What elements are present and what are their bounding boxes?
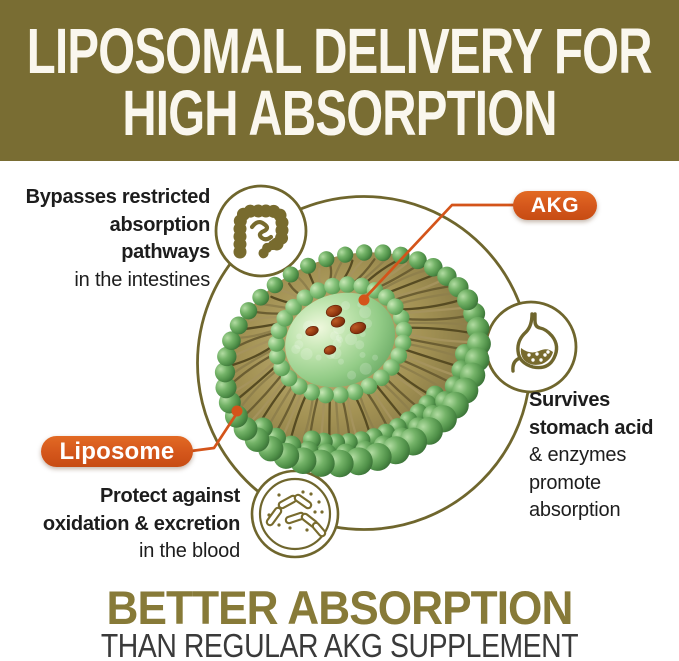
callout-line: Survives — [529, 389, 610, 411]
callout-line: & enzymes — [529, 444, 627, 466]
header-banner: LIPOSOMAL DELIVERY FOR HIGH ABSORPTION — [0, 0, 679, 161]
liposome-label-pill: Liposome — [41, 436, 193, 467]
callout-intestines: Bypasses restricted absorption pathways … — [4, 184, 211, 294]
intestines-icon — [214, 184, 308, 278]
footer-headline: BETTER ABSORPTION — [106, 581, 574, 634]
callout-line: promote — [529, 471, 601, 494]
callout-line: Bypasses restricted — [25, 186, 211, 208]
akg-label-pill: AKG — [513, 191, 597, 220]
akg-connector-line — [362, 203, 517, 301]
liposome-connector-line — [189, 411, 239, 453]
callout-line: absorption — [109, 213, 211, 236]
callout-line: in the blood — [138, 540, 240, 562]
bacteria-in-blood-icon — [250, 469, 340, 559]
callout-blood: Protect against oxidation & excretion in… — [14, 483, 240, 566]
footer-subline: THAN REGULAR AKG SUPPLEMENT — [100, 627, 579, 661]
callout-line: absorption — [529, 499, 621, 521]
callout-stomach: Survives stomach acid & enzymes promote … — [529, 387, 677, 525]
akg-pointer-dot — [358, 294, 370, 306]
title-line-1: LIPOSOMAL DELIVERY FOR — [27, 14, 653, 87]
stomach-icon — [484, 300, 578, 394]
callout-line: oxidation & excretion — [42, 512, 240, 535]
callout-line: Protect against — [100, 485, 240, 507]
title-line-2: HIGH ABSORPTION — [122, 76, 557, 149]
callout-line: in the intestines — [74, 268, 210, 291]
callout-line: stomach acid — [529, 416, 654, 439]
liposome-pointer-dot — [231, 405, 243, 417]
callout-line: pathways — [121, 241, 210, 263]
